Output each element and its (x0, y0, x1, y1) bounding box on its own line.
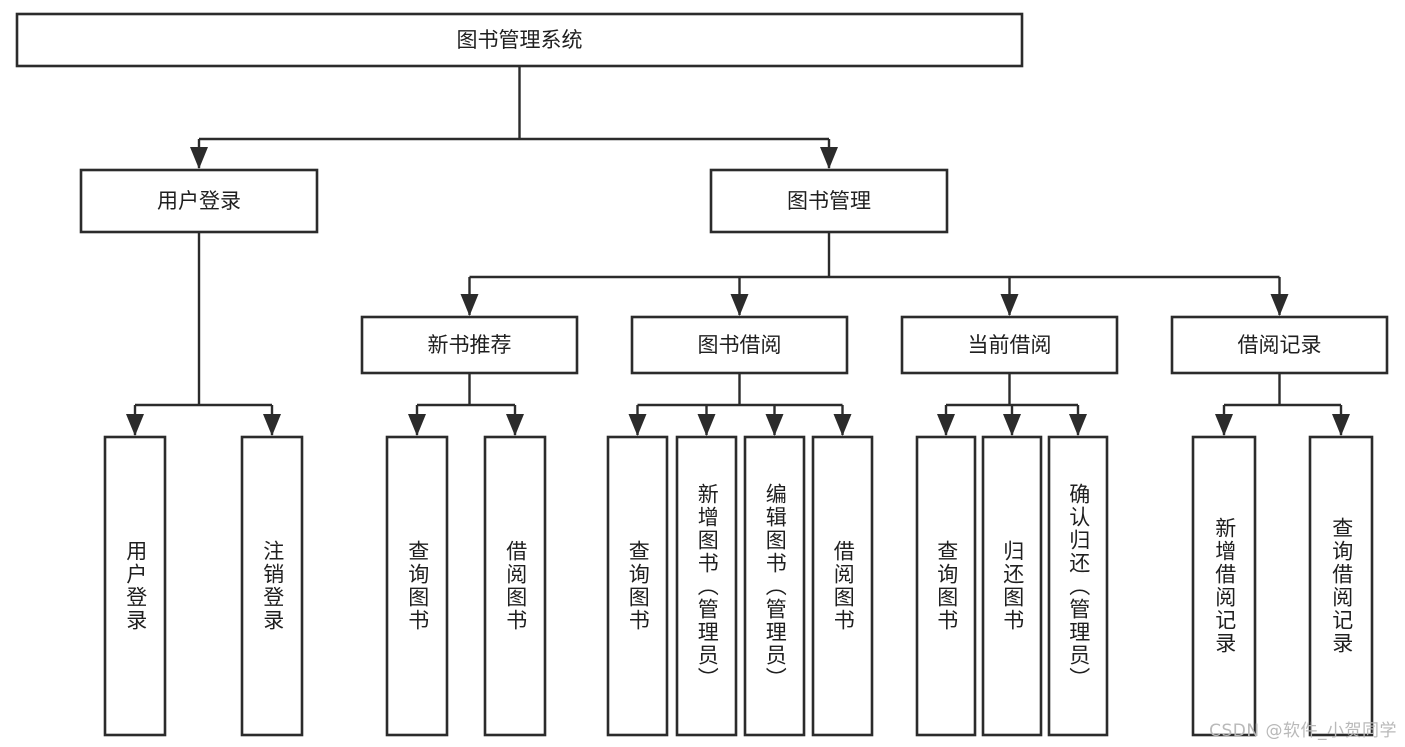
arrowhead-book-borrow-to-leaf-add-book (697, 414, 716, 436)
arrowhead-current-borrow-to-leaf-confirm-return (1069, 414, 1087, 436)
arrowhead-bookmanage-to-book-borrow (730, 294, 749, 316)
arrowhead-root-to-book-manage (820, 147, 838, 169)
watermark-text: CSDN @软件_小贺同学 (1209, 721, 1397, 741)
arrowhead-bookmanage-to-current-borrow (1000, 294, 1019, 316)
node-user-login-label: 用户登录 (157, 189, 241, 213)
arrowhead-new-book-rec-to-leaf-query-book-1 (408, 414, 426, 436)
node-current-borrow-label: 当前借阅 (968, 333, 1052, 357)
node-new-book-rec[interactable] (360, 315, 579, 375)
arrowhead-bookmanage-to-borrow-record (1270, 294, 1289, 316)
node-book-borrow[interactable] (630, 315, 849, 375)
node-current-borrow[interactable] (900, 315, 1119, 375)
node-leaf-confirm-return[interactable] (1047, 435, 1109, 737)
arrowhead-new-book-rec-to-leaf-borrow-book-1 (506, 414, 524, 436)
node-root-system[interactable] (15, 12, 1024, 68)
node-book-manage-label: 图书管理 (787, 189, 871, 213)
node-leaf-query-book-2[interactable] (606, 435, 669, 737)
node-leaf-borrow-book-1[interactable] (483, 435, 547, 737)
node-leaf-borrow-book-2[interactable] (811, 435, 874, 737)
node-leaf-user-login[interactable] (103, 435, 167, 737)
arrowhead-current-borrow-to-leaf-query-book-3 (937, 414, 955, 436)
node-leaf-add-record[interactable] (1191, 435, 1257, 737)
arrowhead-current-borrow-to-leaf-return-book (1003, 414, 1021, 436)
node-root-system-label: 图书管理系统 (457, 28, 583, 52)
node-leaf-edit-book[interactable] (743, 435, 806, 737)
arrowhead-book-borrow-to-leaf-query-book-2 (628, 414, 647, 436)
arrowhead-book-borrow-to-leaf-borrow-book-2 (833, 414, 852, 436)
node-user-login[interactable] (79, 168, 319, 234)
arrowhead-user-login-to-leaf-logout (263, 414, 281, 436)
node-leaf-logout[interactable] (240, 435, 304, 737)
node-borrow-record[interactable] (1170, 315, 1389, 375)
node-box-layer (15, 12, 1389, 737)
node-new-book-rec-label: 新书推荐 (428, 333, 512, 357)
node-leaf-query-book-3[interactable] (915, 435, 977, 737)
arrowhead-borrow-record-to-leaf-query-record (1332, 414, 1350, 436)
arrowhead-user-login-to-leaf-user-login (126, 414, 144, 436)
arrowhead-book-borrow-to-leaf-edit-book (765, 414, 784, 436)
node-leaf-query-record[interactable] (1308, 435, 1374, 737)
node-book-manage[interactable] (709, 168, 949, 234)
node-leaf-return-book[interactable] (981, 435, 1043, 737)
node-book-borrow-label: 图书借阅 (698, 333, 782, 357)
arrowhead-bookmanage-to-new-book-rec (460, 294, 479, 316)
node-borrow-record-label: 借阅记录 (1238, 333, 1322, 357)
node-leaf-add-book[interactable] (675, 435, 738, 737)
arrowhead-root-to-user-login (190, 147, 208, 169)
node-leaf-query-book-1[interactable] (385, 435, 449, 737)
arrowhead-borrow-record-to-leaf-add-record (1215, 414, 1233, 436)
connector-layer (126, 66, 1350, 436)
